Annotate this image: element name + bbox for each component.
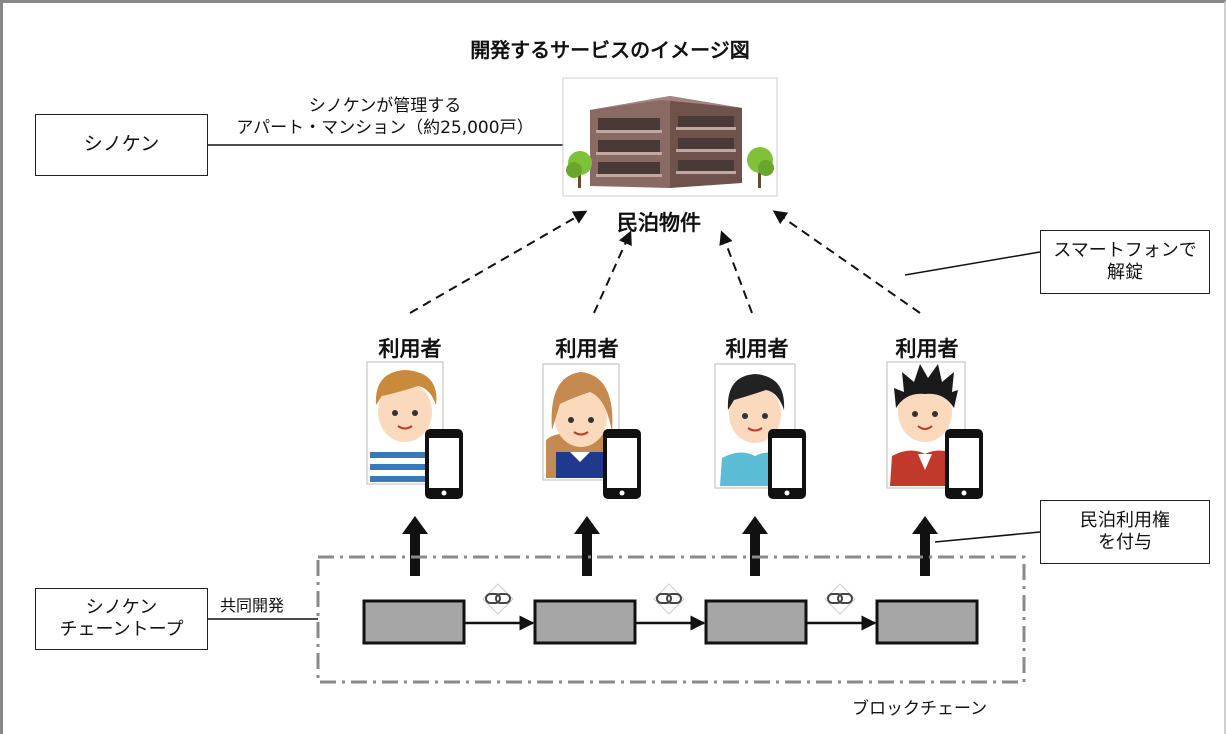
blockchain-boundary (316, 555, 1026, 684)
smartphone-icon-2 (603, 429, 641, 499)
user-label-3: 利用者 (725, 337, 789, 361)
tree-icon-left (566, 151, 592, 188)
unlock-note-line-2: 解錠 (1107, 262, 1143, 283)
partner-line-2: チェーントープ (59, 619, 184, 640)
managed-line-2: アパート・マンション（約25,000戸） (236, 118, 534, 139)
user-label-1: 利用者 (378, 337, 442, 361)
managed-properties-caption: シノケンが管理する アパート・マンション（約25,000戸） (215, 95, 555, 139)
rights-note-box: 民泊利用権 を付与 (1040, 500, 1210, 564)
dashed-arrow-user-1 (409, 210, 588, 314)
joint-development-label: 共同開発 (220, 596, 285, 615)
up-arrow-4 (912, 516, 938, 576)
dashed-arrow-user-3 (719, 230, 753, 314)
blockchain-label: ブロックチェーン (852, 699, 988, 719)
block-1 (362, 599, 466, 645)
chain-link-icon-2 (653, 583, 685, 615)
chain-link-icon-3 (824, 583, 856, 615)
block-4 (875, 599, 979, 645)
smartphone-icon-1 (425, 429, 463, 499)
up-arrow-2 (574, 516, 600, 576)
partner-line-1: シノケン (85, 596, 158, 618)
block-3 (704, 599, 808, 645)
user-label-2: 利用者 (555, 337, 619, 361)
rights-note-leader (934, 531, 1041, 543)
unlock-note-leader (904, 251, 1041, 276)
smartphone-icon-3 (768, 429, 806, 499)
unlock-note-line-1: スマートフォンで (1053, 239, 1197, 261)
up-arrow-3 (742, 516, 768, 576)
tree-icon-right (747, 147, 774, 188)
company-box-label: シノケン (83, 133, 160, 156)
smartphone-icon-4 (945, 429, 983, 499)
managed-line-1: シノケンが管理する (308, 96, 462, 116)
apartment-building-icon (562, 77, 778, 197)
company-box: シノケン (35, 114, 208, 176)
dashed-arrow-user-4 (772, 210, 921, 314)
rights-note-line-1: 民泊利用権 (1080, 509, 1170, 531)
user-avatar-man2-icon (886, 361, 966, 489)
user-label-4: 利用者 (895, 337, 959, 361)
unlock-note-box: スマートフォンで 解錠 (1040, 230, 1210, 294)
diagram-title: 開発するサービスのイメージ図 (470, 38, 750, 62)
block-2 (533, 599, 637, 645)
dashed-arrow-user-2 (593, 230, 632, 314)
user-avatar-boy-icon (366, 361, 444, 485)
user-avatar-man-icon (714, 363, 796, 489)
up-arrow-1 (402, 516, 428, 576)
rights-note-line-2: を付与 (1098, 532, 1152, 553)
chain-link-icon-1 (482, 583, 514, 615)
partner-box: シノケン チェーントープ (35, 588, 208, 650)
